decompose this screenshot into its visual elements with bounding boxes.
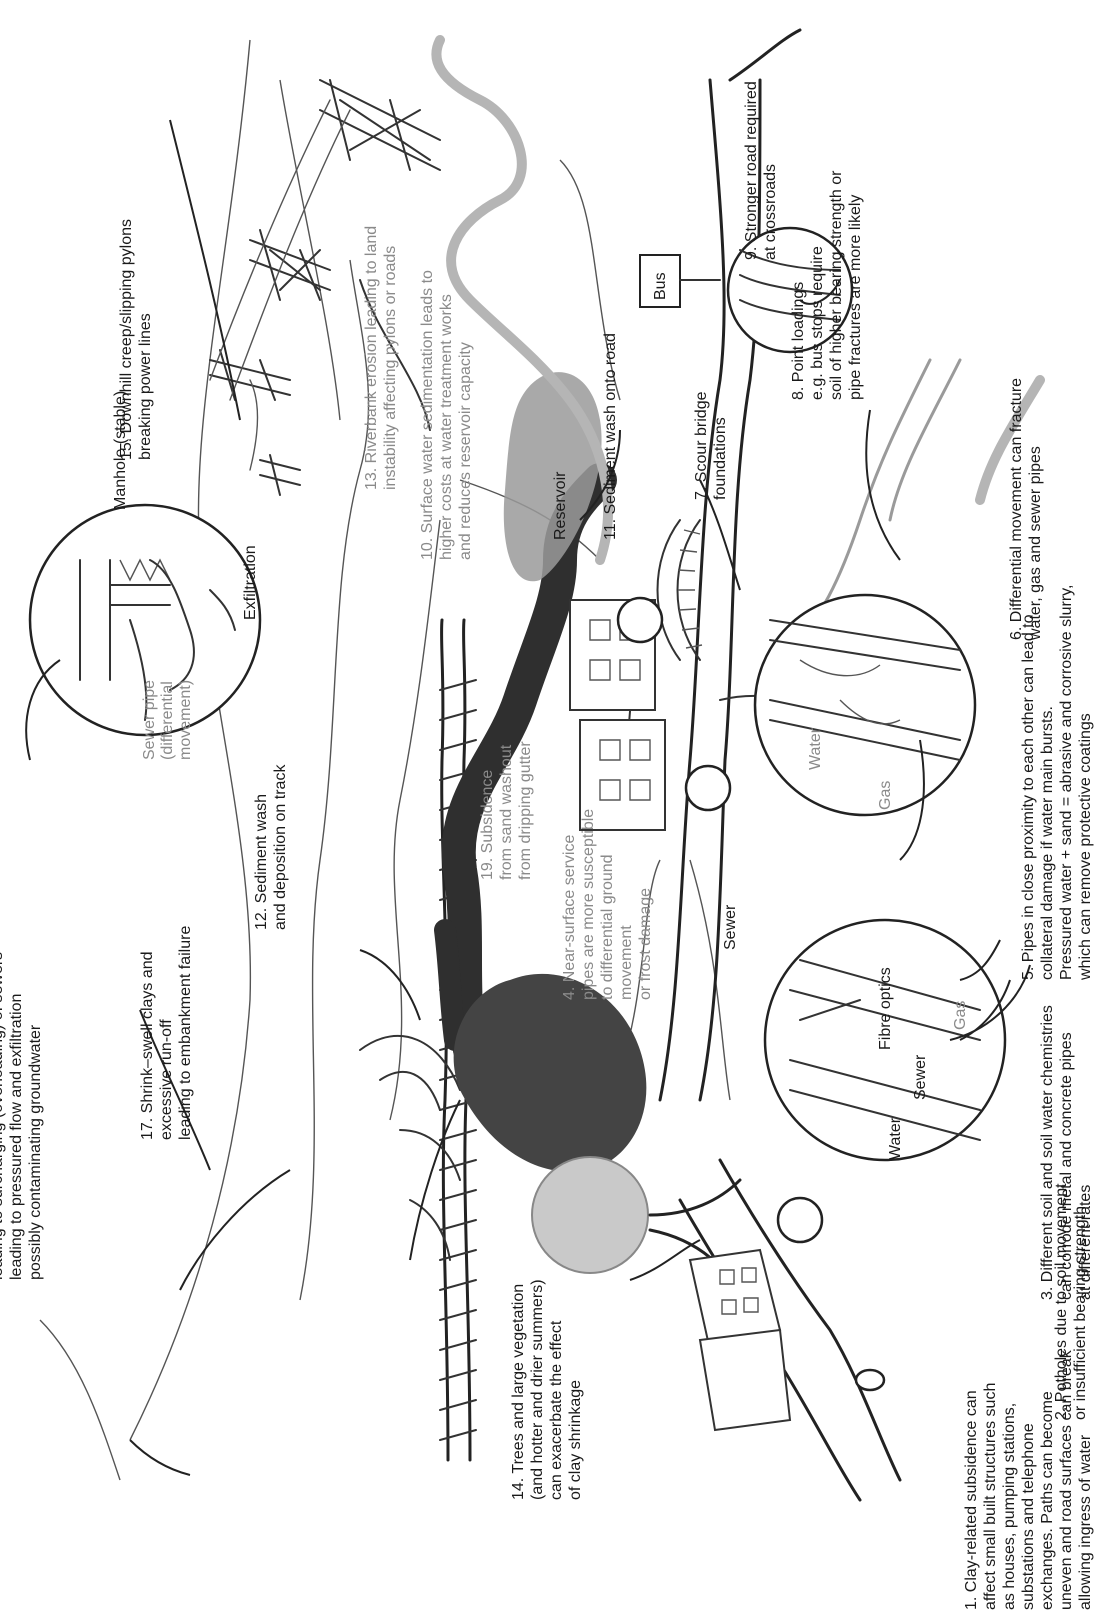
label-11: 11. Sediment wash onto road xyxy=(602,333,619,540)
label-6-line: 6. Differential movement can fracture xyxy=(1008,378,1025,640)
reservoir-label-line: Reservoir xyxy=(552,471,569,540)
label-8-line: pipe fractures are more likely xyxy=(847,195,864,400)
gas-label-line: Gas xyxy=(877,781,894,810)
label-1-line: exchanges. Paths can become xyxy=(1039,1391,1056,1610)
label-5: 5. Pipes in close proximity to each othe… xyxy=(1020,585,1094,981)
label-16-line: possibly contaminating groundwater xyxy=(27,1024,44,1280)
label-14-line: of clay shrinkage xyxy=(567,1380,584,1500)
label-17-line: leading to embankment failure xyxy=(177,926,194,1140)
label-1-line: 1. Clay-related subsidence can xyxy=(963,1390,980,1610)
label-4-line: to differential ground xyxy=(599,854,616,1000)
label-3-line: can corrode metal and concrete pipes xyxy=(1058,1032,1075,1300)
label-4-line: pipes are more susceptible xyxy=(580,809,597,1000)
water-label-2-line: Water xyxy=(887,1117,904,1160)
label-5-line: which can remove protective coatings xyxy=(1077,713,1094,981)
label-6-line: water, gas and sewer pipes xyxy=(1027,446,1044,641)
exfiltration-label-line: Exfiltration xyxy=(242,545,259,620)
label-8-line: 8. Point loadings xyxy=(790,282,807,400)
reservoir-label: Reservoir xyxy=(552,471,569,540)
label-14-line: 14. Trees and large vegetation xyxy=(510,1284,527,1500)
tree-light xyxy=(532,1157,648,1273)
label-9-line: at crossroads xyxy=(762,164,779,260)
bus-label: Bus xyxy=(652,272,669,300)
inset-pipes-water-gas xyxy=(755,595,975,815)
label-16-line: leading to pressured flow and exfiltrati… xyxy=(8,994,25,1280)
label-9-line: 9. Stronger road required xyxy=(743,81,760,260)
label-11-line: 11. Sediment wash onto road xyxy=(602,333,619,540)
label-10-line: 10. Surface water sedimentation leads to xyxy=(419,270,436,560)
exfiltration-label: Exfiltration xyxy=(242,545,259,620)
label-1-line: allowing ingress of water xyxy=(1077,1434,1094,1610)
label-13-line: 13. Riverbank erosion leading to land xyxy=(363,226,380,490)
label-7-line: 7. Scour bridge xyxy=(693,391,710,500)
label-1-line: substations and telephone xyxy=(1020,1423,1037,1610)
water-label-line: Water xyxy=(807,727,824,770)
sewer-pipe-label-line: (differential xyxy=(159,681,176,760)
sewer-label-2: Sewer xyxy=(912,1054,929,1100)
label-19-line: from sand washout xyxy=(498,744,515,880)
label-4-line: 4. Near-surface service xyxy=(561,835,578,1000)
manhole-label: Manhole (stable) xyxy=(112,391,129,510)
sewer-pipe-label-line: movement) xyxy=(177,680,194,760)
label-17-line: excessive run-off xyxy=(158,1019,175,1140)
sewer-label: Sewer xyxy=(722,904,739,950)
manhole-label-line: Manhole (stable) xyxy=(112,391,129,510)
label-19-line: 19. Subsidence xyxy=(479,770,496,880)
label-8-line: e.g. bus stops require xyxy=(809,246,826,400)
label-3: 3. Different soil and soil water chemist… xyxy=(1039,1005,1094,1300)
label-1-line: affect small built structures such xyxy=(982,1383,999,1610)
label-13-line: instability affecting pylons or roads xyxy=(382,246,399,490)
label-16-line: leading to surcharging (overloading) of … xyxy=(0,952,6,1280)
label-16: 16. Excessive run-off from sealed surfac… xyxy=(0,952,44,1280)
label-15-line: breaking power lines xyxy=(137,313,154,460)
water-label-2: Water xyxy=(887,1117,904,1160)
label-3-line: at different rates xyxy=(1077,1185,1094,1300)
bus-label-line: Bus xyxy=(652,272,669,300)
water-label: Water xyxy=(807,727,824,770)
label-10-line: and reduces reservoir capacity xyxy=(457,342,474,560)
label-4-line: movement xyxy=(618,925,635,1000)
label-8-line: soil of higher bearing strength or xyxy=(828,170,845,400)
label-14-line: (and hotter and drier summers) xyxy=(529,1279,546,1500)
fibre-label-line: Fibre optics xyxy=(877,967,894,1050)
label-14: 14. Trees and large vegetation(and hotte… xyxy=(510,1279,584,1500)
label-4-line: or frost damage xyxy=(637,888,654,1000)
pylons xyxy=(210,80,440,495)
label-12-line: and deposition on track xyxy=(272,764,289,930)
label-19-line: from dripping gutter xyxy=(517,741,534,880)
sewer-label-line: Sewer xyxy=(722,904,739,950)
label-10-line: higher costs at water treatment works xyxy=(438,294,455,560)
label-1-line: as houses, pumping stations, xyxy=(1001,1403,1018,1610)
sewer-pipe-label-line: Sewer pipe xyxy=(141,680,158,760)
label-5-line: 5. Pipes in close proximity to each othe… xyxy=(1020,614,1037,980)
tree-dark xyxy=(454,974,647,1172)
gas-label-2: Gas xyxy=(952,1001,969,1030)
label-17-line: 17. Shrink–swell clays and xyxy=(139,951,156,1140)
fibre-label: Fibre optics xyxy=(877,967,894,1050)
label-5-line: Pressured water + sand = abrasive and co… xyxy=(1058,585,1075,980)
sewer-label-2-line: Sewer xyxy=(912,1054,929,1100)
house-small xyxy=(690,1250,790,1430)
label-7-line: foundations xyxy=(712,417,729,500)
label-14-line: can exacerbate the effect xyxy=(548,1320,565,1500)
label-10: 10. Surface water sedimentation leads to… xyxy=(419,270,474,560)
label-group: 1. Clay-related subsidence canaffect sma… xyxy=(0,81,1094,1610)
label-12-line: 12. Sediment wash xyxy=(253,794,270,930)
label-5-line: collateral damage if water main bursts. xyxy=(1039,706,1056,980)
gas-label-2-line: Gas xyxy=(952,1001,969,1030)
label-3-line: 3. Different soil and soil water chemist… xyxy=(1039,1005,1056,1300)
gas-label: Gas xyxy=(877,781,894,810)
